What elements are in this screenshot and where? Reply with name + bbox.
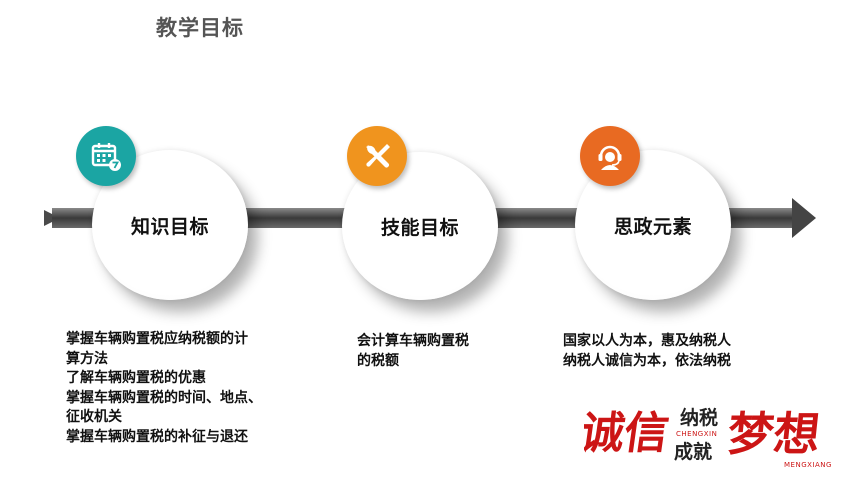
headset-support-icon [598, 145, 622, 170]
page-title: 教学目标 [156, 16, 244, 40]
knowledge-desc-line: 掌握车辆购置税的时间、地点、 [66, 389, 262, 406]
knowledge-desc-line: 了解车辆购置税的优惠 [66, 370, 206, 386]
knowledge-description: 掌握车辆购置税应纳税额的计 算方法 了解车辆购置税的优惠 掌握车辆购置税的时间、… [66, 330, 262, 447]
skill-badge [347, 126, 407, 186]
logo-mid-pinyin: CHENGXIN [676, 430, 717, 438]
logo-mid-top-text: 纳税 [680, 406, 718, 429]
logo-mid-bottom-text: 成就 [674, 440, 712, 463]
ideology-badge [580, 126, 640, 186]
integrity-dream-logo: 诚信 纳税 CHENGXIN 成就 梦想 MENGXIANG [584, 406, 832, 469]
knowledge-desc-line: 掌握车辆购置税的补征与退还 [66, 428, 248, 445]
knowledge-objective-label: 知识目标 [130, 215, 209, 238]
logo-right-pinyin: MENGXIANG [784, 461, 832, 469]
ideology-objective-label: 思政元素 [613, 215, 692, 238]
logo-right-text: 梦想 [725, 407, 823, 461]
knowledge-badge [76, 126, 136, 186]
logo-left-text: 诚信 [584, 407, 672, 459]
ideology-desc-line: 国家以人为本，惠及纳税人 [563, 333, 731, 349]
skill-desc-line: 会计算车辆购置税 [357, 333, 469, 349]
knowledge-desc-line: 征收机关 [66, 409, 122, 425]
calendar-icon [91, 143, 121, 171]
knowledge-desc-line: 算方法 [66, 350, 108, 367]
ideology-description: 国家以人为本，惠及纳税人 纳税人诚信为本，依法纳税 [563, 332, 731, 371]
knowledge-desc-line: 掌握车辆购置税应纳税额的计 [66, 331, 248, 347]
wrench-screwdriver-icon [366, 144, 390, 168]
skill-desc-line: 的税额 [357, 352, 399, 369]
skill-objective-label: 技能目标 [380, 216, 459, 239]
skill-description: 会计算车辆购置税 的税额 [357, 332, 469, 371]
ideology-desc-line: 纳税人诚信为本，依法纳税 [563, 352, 731, 369]
